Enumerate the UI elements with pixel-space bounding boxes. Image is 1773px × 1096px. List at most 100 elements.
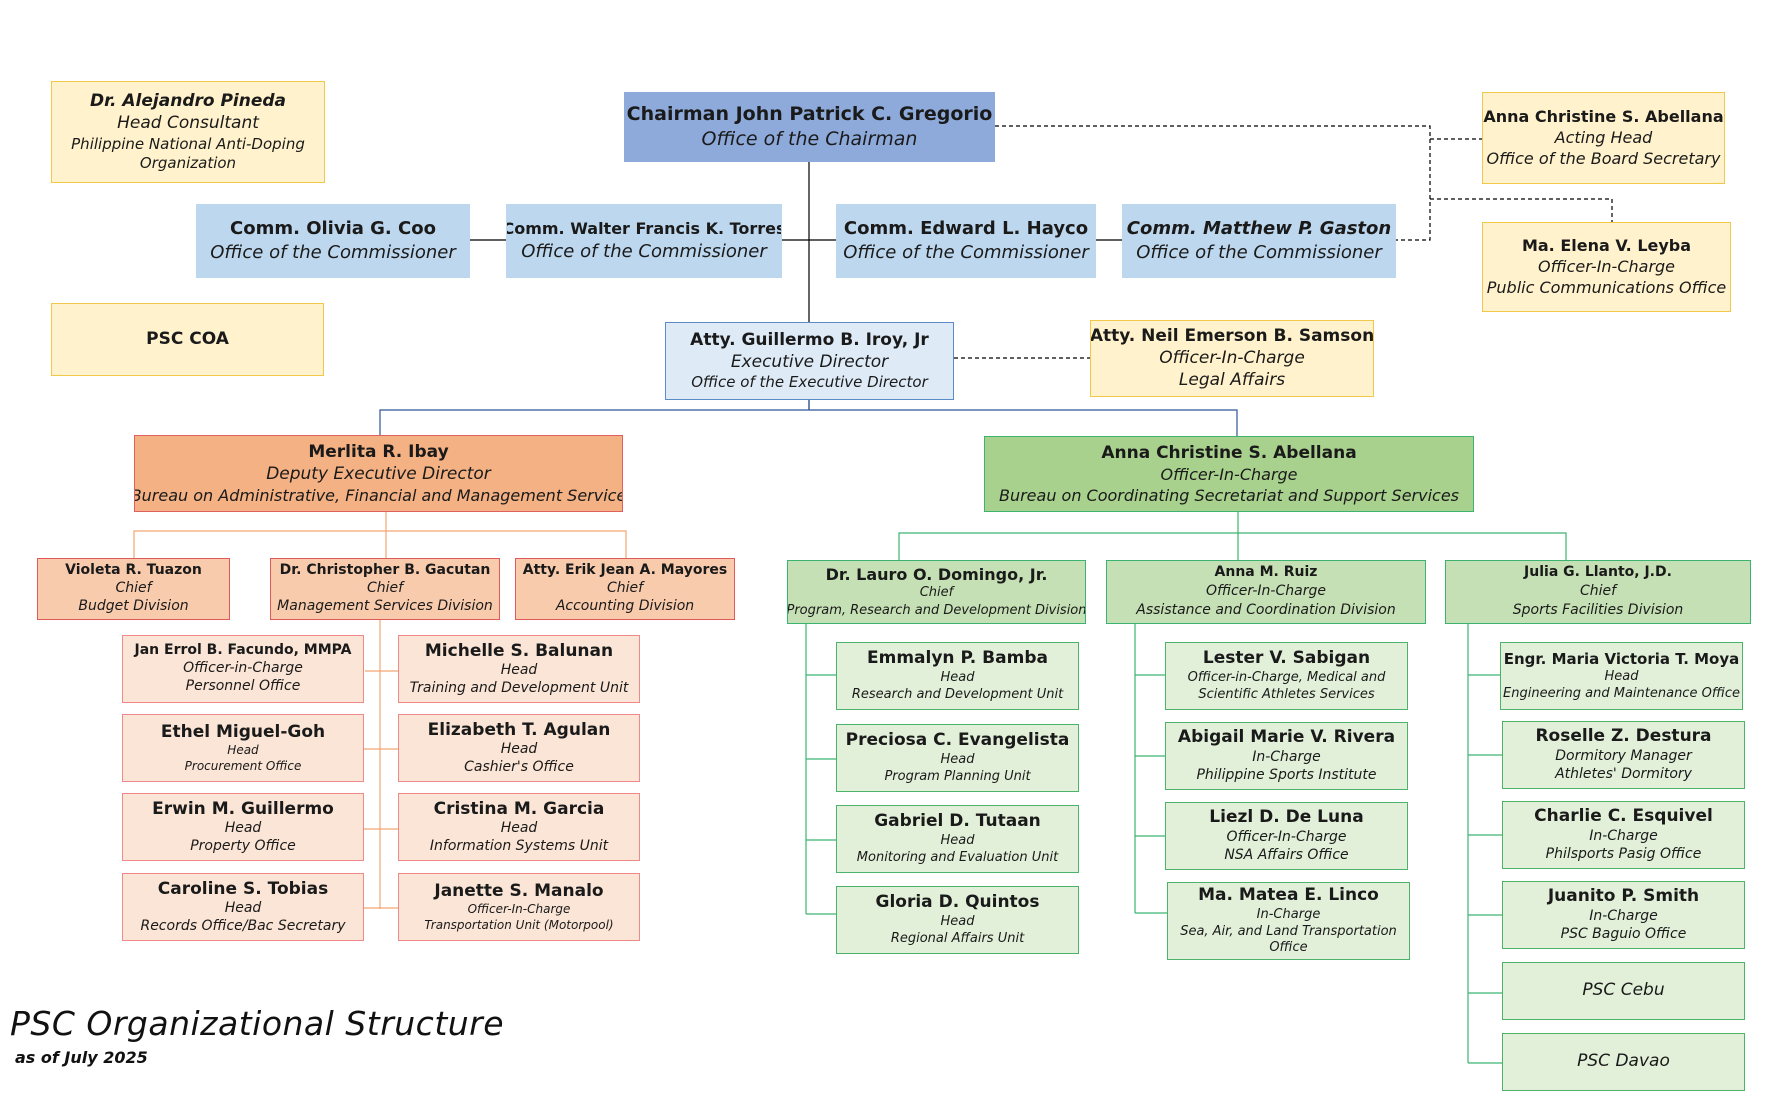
division-office: Assistance and Coordination Division xyxy=(1136,601,1396,618)
division-name: Dr. Christopher B. Gacutan xyxy=(279,562,491,579)
unit-label: PSC Cebu xyxy=(1582,980,1665,1001)
unit-role: Head xyxy=(227,743,259,758)
division-office: Program, Research and Development Divisi… xyxy=(787,602,1086,618)
records-office-box: Caroline S. Tobias Head Records Office/B… xyxy=(122,873,364,941)
medical-scientific-services-box: Lester V. Sabigan Officer-in-Charge, Med… xyxy=(1165,642,1408,710)
prd-division-box: Dr. Lauro O. Domingo, Jr. Chief Program,… xyxy=(787,560,1086,624)
board-secretary-role: Acting Head xyxy=(1554,128,1653,148)
division-office: Sports Facilities Division xyxy=(1512,601,1684,618)
commissioner-hayco-box: Comm. Edward L. Hayco Office of the Comm… xyxy=(836,204,1096,278)
transportation-unit-box: Janette S. Manalo Officer-In-Charge Tran… xyxy=(398,873,640,941)
unit-role: Head xyxy=(940,833,975,849)
division-role: Chief xyxy=(1579,583,1617,600)
commissioner-office: Office of the Commissioner xyxy=(521,240,767,262)
unit-name: Abigail Marie V. Rivera xyxy=(1177,727,1396,748)
unit-office: Training and Development Unit xyxy=(409,679,629,696)
board-secretary-office: Office of the Board Secretary xyxy=(1486,148,1721,168)
unit-name: Jan Errol B. Facundo, MMPA xyxy=(134,642,352,659)
admin-bureau-office: Bureau on Administrative, Financial and … xyxy=(134,485,623,505)
unit-name: Cristina M. Garcia xyxy=(433,798,605,819)
unit-name: Juanito P. Smith xyxy=(1547,886,1700,907)
information-systems-unit-box: Cristina M. Garcia Head Information Syst… xyxy=(398,793,640,861)
chart-subtitle: as of July 2025 xyxy=(15,1048,148,1067)
nsa-affairs-office-box: Liezl D. De Luna Officer-In-Charge NSA A… xyxy=(1165,802,1408,870)
commissioner-name: Comm. Matthew P. Gaston xyxy=(1126,217,1392,239)
division-office: Accounting Division xyxy=(555,597,695,614)
unit-role: Dormitory Manager xyxy=(1555,748,1692,765)
legal-affairs-box: Atty. Neil Emerson B. Samson Officer-In-… xyxy=(1090,320,1374,397)
psc-baguio-office-box: Juanito P. Smith In-Charge PSC Baguio Of… xyxy=(1502,881,1745,949)
unit-role: Head xyxy=(500,819,538,836)
unit-name: Lester V. Sabigan xyxy=(1202,648,1371,669)
unit-label: PSC Davao xyxy=(1577,1051,1670,1072)
division-role: Chief xyxy=(115,580,152,597)
unit-name: Liezl D. De Luna xyxy=(1209,807,1364,828)
unit-role: Head xyxy=(1604,669,1639,685)
unit-name: Engr. Maria Victoria T. Moya xyxy=(1503,649,1740,668)
commissioner-name: Comm. Olivia G. Coo xyxy=(230,217,436,239)
chart-title: PSC Organizational Structure xyxy=(10,1004,505,1043)
unit-role: Head xyxy=(224,819,262,836)
unit-office: Sea, Air, and Land Transportation xyxy=(1180,923,1397,939)
unit-name: Janette S. Manalo xyxy=(434,881,604,902)
unit-role: Officer-in-Charge xyxy=(183,660,303,677)
unit-role: Officer-In-Charge xyxy=(467,902,571,917)
consultant-name: Dr. Alejandro Pineda xyxy=(89,91,287,112)
procurement-office-box: Ethel Miguel-Goh Head Procurement Office xyxy=(122,714,364,782)
division-name: Violeta R. Tuazon xyxy=(65,562,202,579)
unit-office: Engineering and Maintenance Office xyxy=(1503,685,1740,701)
unit-role: Head xyxy=(940,914,975,930)
commissioner-coo-box: Comm. Olivia G. Coo Office of the Commis… xyxy=(196,204,470,278)
coa-box: PSC COA xyxy=(51,303,324,376)
commissioner-gaston-box: Comm. Matthew P. Gaston Office of the Co… xyxy=(1122,204,1396,278)
unit-office: Athletes' Dormitory xyxy=(1555,766,1692,783)
admin-bureau-role: Deputy Executive Director xyxy=(266,463,491,484)
unit-office: Records Office/Bac Secretary xyxy=(140,917,346,934)
division-role: Chief xyxy=(606,580,644,597)
unit-name: Gabriel D. Tutaan xyxy=(874,811,1041,832)
unit-office: Transportation Unit (Motorpool) xyxy=(424,917,614,932)
unit-role: In-Charge xyxy=(1589,828,1658,845)
unit-office: Cashier's Office xyxy=(464,758,574,775)
public-comms-name: Ma. Elena V. Leyba xyxy=(1521,236,1692,256)
legal-affairs-office: Legal Affairs xyxy=(1178,370,1286,391)
transportation-office-box: Ma. Matea E. Linco In-Charge Sea, Air, a… xyxy=(1167,882,1410,960)
unit-name: Erwin M. Guillermo xyxy=(152,798,334,819)
psc-cebu-box: PSC Cebu xyxy=(1502,962,1745,1020)
unit-office: Research and Development Unit xyxy=(851,687,1064,703)
unit-role: Officer-In-Charge xyxy=(1226,829,1347,846)
unit-name: Michelle S. Balunan xyxy=(424,640,614,661)
athletes-dormitory-box: Roselle Z. Destura Dormitory Manager Ath… xyxy=(1502,721,1745,789)
unit-name: Roselle Z. Destura xyxy=(1535,726,1712,747)
unit-role: Head xyxy=(940,670,975,686)
commissioner-office: Office of the Commissioner xyxy=(1136,242,1382,263)
consultant-office-line1: Philippine National Anti-Doping xyxy=(71,135,305,154)
unit-name: Preciosa C. Evangelista xyxy=(845,730,1070,751)
budget-division-box: Violeta R. Tuazon Chief Budget Division xyxy=(37,558,230,620)
unit-role: Officer-in-Charge, Medical and xyxy=(1187,670,1386,686)
unit-office: Regional Affairs Unit xyxy=(890,931,1025,947)
division-name: Julia G. Llanto, J.D. xyxy=(1524,564,1672,581)
unit-office: NSA Affairs Office xyxy=(1224,847,1349,864)
research-development-unit-box: Emmalyn P. Bamba Head Research and Devel… xyxy=(836,642,1079,710)
executive-director-role: Executive Director xyxy=(730,352,889,373)
unit-office: Monitoring and Evaluation Unit xyxy=(856,850,1059,866)
chairman-box: Chairman John Patrick C. Gregorio Office… xyxy=(624,92,995,162)
executive-director-name: Atty. Guillermo B. Iroy, Jr xyxy=(690,330,929,351)
management-services-division-box: Dr. Christopher B. Gacutan Chief Managem… xyxy=(270,558,500,620)
commissioner-torres-box: Comm. Walter Francis K. Torres Office of… xyxy=(506,204,782,278)
program-planning-unit-box: Preciosa C. Evangelista Head Program Pla… xyxy=(836,724,1079,792)
accounting-division-box: Atty. Erik Jean A. Mayores Chief Account… xyxy=(515,558,735,620)
division-name: Anna M. Ruiz xyxy=(1214,564,1318,581)
unit-office: Procurement Office xyxy=(184,758,302,773)
unit-office: Property Office xyxy=(190,837,296,854)
commissioner-name: Comm. Walter Francis K. Torres xyxy=(506,218,782,238)
support-bureau-box: Anna Christine S. Abellana Officer-In-Ch… xyxy=(984,436,1474,512)
cashiers-office-box: Elizabeth T. Agulan Head Cashier's Offic… xyxy=(398,714,640,782)
unit-name: Charlie C. Esquivel xyxy=(1534,806,1713,827)
support-bureau-office: Bureau on Coordinating Secretariat and S… xyxy=(998,485,1460,505)
unit-role: Head xyxy=(940,752,975,768)
support-bureau-name: Anna Christine S. Abellana xyxy=(1101,442,1357,463)
unit-role: Head xyxy=(224,899,262,916)
